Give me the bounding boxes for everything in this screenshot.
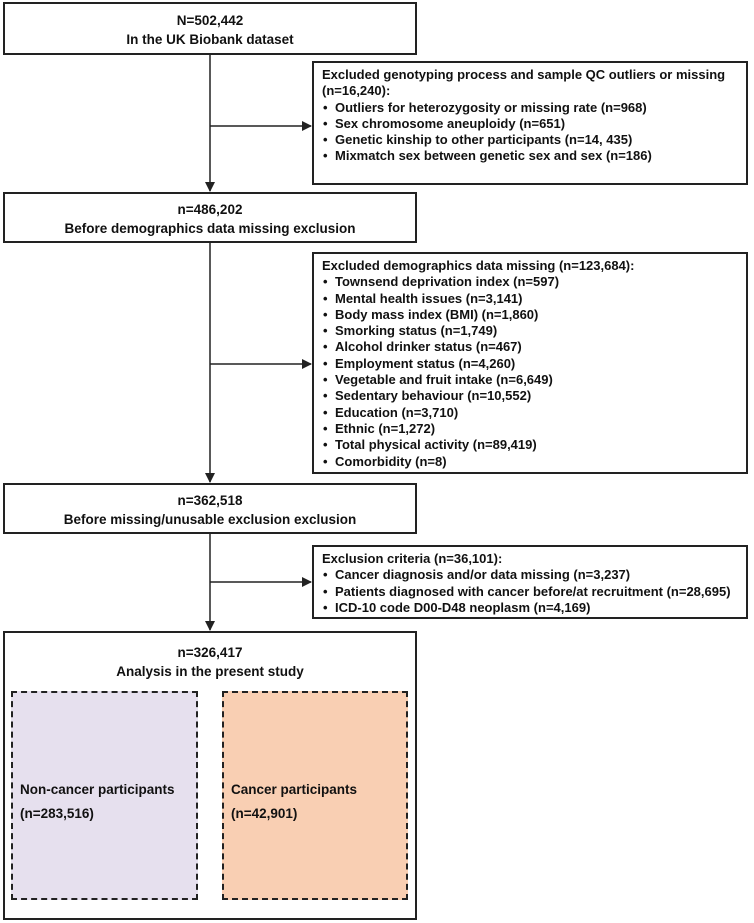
- cancer-count: (n=42,901): [231, 806, 298, 821]
- list-item: Outliers for heterozygosity or missing r…: [322, 100, 738, 117]
- step1-label: In the UK Biobank dataset: [126, 32, 294, 47]
- exclusion2-title: Excluded demographics data missing (n=12…: [322, 258, 635, 273]
- step1-box: N=502,442 In the UK Biobank dataset: [3, 2, 417, 55]
- step4-label: Analysis in the present study: [116, 664, 304, 679]
- exclusion2-box: Excluded demographics data missing (n=12…: [312, 252, 748, 474]
- exclusion1-list: Outliers for heterozygosity or missing r…: [322, 100, 738, 165]
- step4-count: n=326,417: [177, 645, 243, 660]
- list-item: Smorking status (n=1,749): [322, 323, 738, 340]
- list-item: Total physical activity (n=89,419): [322, 437, 738, 454]
- list-item: Mixmatch sex between genetic sex and sex…: [322, 148, 738, 165]
- step3-count: n=362,518: [177, 493, 243, 508]
- list-item: Sedentary behaviour (n=10,552): [322, 388, 738, 405]
- exclusion3-list: Cancer diagnosis and/or data missing (n=…: [322, 567, 738, 616]
- noncancer-group-box: Non-cancer participants (n=283,516): [11, 691, 198, 900]
- step3-label: Before missing/unusable exclusion exclus…: [63, 512, 357, 527]
- exclusion2-list: Townsend deprivation index (n=597) Menta…: [322, 274, 738, 470]
- exclusion3-title: Exclusion criteria (n=36,101):: [322, 551, 503, 566]
- list-item: ICD-10 code D00-D48 neoplasm (n=4,169): [322, 600, 738, 617]
- list-item: Cancer diagnosis and/or data missing (n=…: [322, 567, 738, 584]
- exclusion1-title: Excluded genotyping process and sample Q…: [322, 67, 726, 99]
- list-item: Mental health issues (n=3,141): [322, 291, 738, 308]
- list-item: Ethnic (n=1,272): [322, 421, 738, 438]
- list-item: Employment status (n=4,260): [322, 356, 738, 373]
- list-item: Genetic kinship to other participants (n…: [322, 132, 738, 149]
- step2-box: n=486,202 Before demographics data missi…: [3, 192, 417, 243]
- list-item: Vegetable and fruit intake (n=6,649): [322, 372, 738, 389]
- cancer-group-box: Cancer participants (n=42,901): [222, 691, 408, 900]
- step3-box: n=362,518 Before missing/unusable exclus…: [3, 483, 417, 534]
- list-item: Sex chromosome aneuploidy (n=651): [322, 116, 738, 133]
- step2-count: n=486,202: [177, 202, 243, 217]
- step2-label: Before demographics data missing exclusi…: [64, 221, 356, 236]
- list-item: Body mass index (BMI) (n=1,860): [322, 307, 738, 324]
- exclusion3-box: Exclusion criteria (n=36,101): Cancer di…: [312, 545, 748, 619]
- step1-count: N=502,442: [176, 13, 244, 28]
- list-item: Patients diagnosed with cancer before/at…: [322, 584, 738, 601]
- noncancer-count: (n=283,516): [20, 806, 94, 821]
- noncancer-label: Non-cancer participants: [20, 782, 175, 797]
- list-item: Education (n=3,710): [322, 405, 738, 422]
- list-item: Comorbidity (n=8): [322, 454, 738, 471]
- exclusion1-box: Excluded genotyping process and sample Q…: [312, 61, 748, 185]
- cancer-label: Cancer participants: [231, 782, 358, 797]
- list-item: Alcohol drinker status (n=467): [322, 339, 738, 356]
- list-item: Townsend deprivation index (n=597): [322, 274, 738, 291]
